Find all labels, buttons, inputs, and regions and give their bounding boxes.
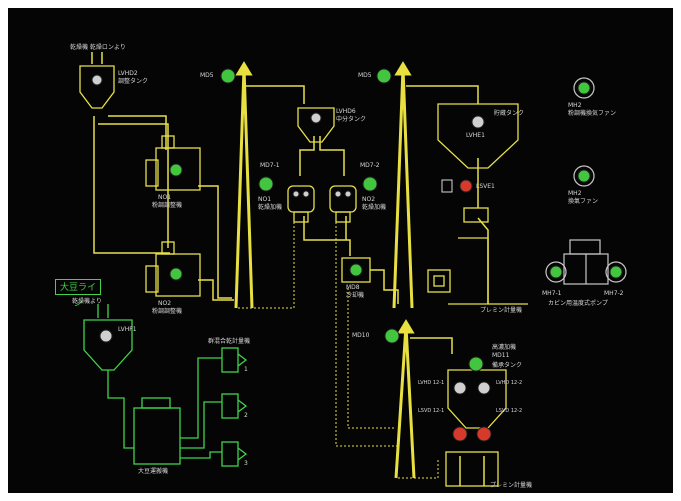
no1-grain-tag: NO1 <box>158 194 172 201</box>
lvhd12-1-tag: LVHD 12-1 <box>418 380 445 386</box>
mh7-2-tag: MH7-2 <box>604 290 624 297</box>
mh7-desc: カビン用温度式ポンプ <box>548 300 608 307</box>
lvhd2-desc: 調整タンク <box>118 78 149 85</box>
lvhd6-desc: 中分タンク <box>336 116 367 123</box>
batch-scale-label: 群混合乾計量機 <box>208 338 251 345</box>
lvhe1-tag: LVHE1 <box>466 132 485 139</box>
md8-desc: 冷却機 <box>346 292 365 299</box>
indicator-lamps <box>91 68 623 442</box>
lvhd12-2-tag: LVHD 12-2 <box>496 380 523 386</box>
mh2-exhaust-desc: 換氣ファン <box>568 198 599 205</box>
md11-tag: MD11 <box>492 352 510 359</box>
dryer-no2-eye-b <box>344 190 352 198</box>
md11-label-a: 高濃加機 <box>492 344 517 351</box>
md10-lamp <box>384 328 400 344</box>
md7-2-lamp <box>362 176 378 192</box>
green-soy-line <box>83 304 248 467</box>
mh2-exhaust-tag: MH2 <box>568 190 582 197</box>
lvhe1-level-lamp <box>471 115 485 129</box>
yellow-equipment <box>79 65 528 487</box>
process-flow-diagram <box>79 52 627 487</box>
dry-feed-bottom-label: 乾燥機より <box>72 298 102 305</box>
mh7-1-tag: MH7-1 <box>542 290 562 297</box>
batch-scale-2: 2 <box>244 412 248 419</box>
md7-1-lamp <box>258 176 274 192</box>
mh2-exhaust-lamp <box>577 169 591 183</box>
lsve1-valve-box <box>441 179 453 193</box>
dryer-no1-tag: NO1 <box>258 196 272 203</box>
md11-lamp <box>468 356 484 372</box>
mh2-fan-desc: 粉調機換気ファン <box>568 110 617 117</box>
md5-left-lamp <box>220 68 236 84</box>
mh7-1-lamp <box>549 265 563 279</box>
no2-grain-tag: NO2 <box>158 300 172 307</box>
md10-tag: MD10 <box>352 332 370 339</box>
storage-tank-label: 貯蔵タンク <box>494 110 525 117</box>
dryer-no2-eye-a <box>334 190 342 198</box>
process-flow-panel: 乾燥機 乾燥ロンより LVHD2 調整タンク MD5 NO1 粉調調整機 NO2… <box>8 8 673 493</box>
mh7-2-lamp <box>609 265 623 279</box>
md5-mid-lamp <box>376 68 392 84</box>
md11-label-c: 備承タンク <box>492 362 523 369</box>
lvhd2-hopper <box>79 65 115 109</box>
lsve1-tag: LSVE1 <box>476 183 495 190</box>
md5-left-tag: MD5 <box>200 72 214 79</box>
lvhd2-tag: LVHD2 <box>118 70 138 77</box>
md5-mid-tag: MD5 <box>358 72 372 79</box>
dryer-no1-eye-b <box>302 190 310 198</box>
premix-scale-bottom-label: プレミン計量機 <box>490 482 533 489</box>
dry-feed-top-label: 乾燥機 乾燥ロンより <box>70 44 126 51</box>
lsvd12-2-lamp <box>476 426 492 442</box>
dryer-no2-tag: NO2 <box>362 196 376 203</box>
yellow-process-lines <box>91 52 489 486</box>
lvhf1-level-lamp <box>99 329 113 343</box>
dryer-no1-desc: 乾燥加機 <box>258 204 283 211</box>
lsvd12-1-lamp <box>452 426 468 442</box>
lvhd12-2-lamp <box>477 381 491 395</box>
no2-grain-desc: 粉調調整機 <box>152 308 183 315</box>
md8-tag: MD8 <box>346 284 360 291</box>
mh2-fan-tag: MH2 <box>568 102 582 109</box>
lvhd6-level-lamp <box>310 112 322 124</box>
soy-line-label: 大豆ライン <box>55 279 101 309</box>
md8-lamp <box>349 263 363 277</box>
no2-grain-lamp <box>169 267 183 281</box>
soy-conveyor-label: 大豆運搬機 <box>138 468 169 475</box>
dryer-no1-eye-a <box>292 190 300 198</box>
lvhf1-tag: LVHF1 <box>118 326 137 333</box>
dotted-return-lines <box>238 218 439 479</box>
lvhd12-1-lamp <box>453 381 467 395</box>
lsve1-lamp <box>459 179 473 193</box>
no1-grain-desc: 粉調調整機 <box>152 202 183 209</box>
mh2-fan-lamp <box>577 81 591 95</box>
lsvd12-1-tag: LSVD 12-1 <box>418 408 445 414</box>
premix-scale-top-label: プレミン計量機 <box>480 307 523 314</box>
batch-scale-3: 3 <box>244 460 248 467</box>
pump-units <box>545 77 627 285</box>
bucket-elevators <box>234 61 416 479</box>
dryer-no2-desc: 乾燥加機 <box>362 204 387 211</box>
lvhd2-level-lamp <box>91 74 103 86</box>
lvhd6-tag: LVHD6 <box>336 108 356 115</box>
lsvd12-2-tag: LSVD 12-2 <box>496 408 523 414</box>
no1-grain-lamp <box>169 163 183 177</box>
batch-scale-1: 1 <box>244 366 248 373</box>
md7-2-tag: MD7-2 <box>360 162 380 169</box>
md7-1-tag: MD7-1 <box>260 162 280 169</box>
